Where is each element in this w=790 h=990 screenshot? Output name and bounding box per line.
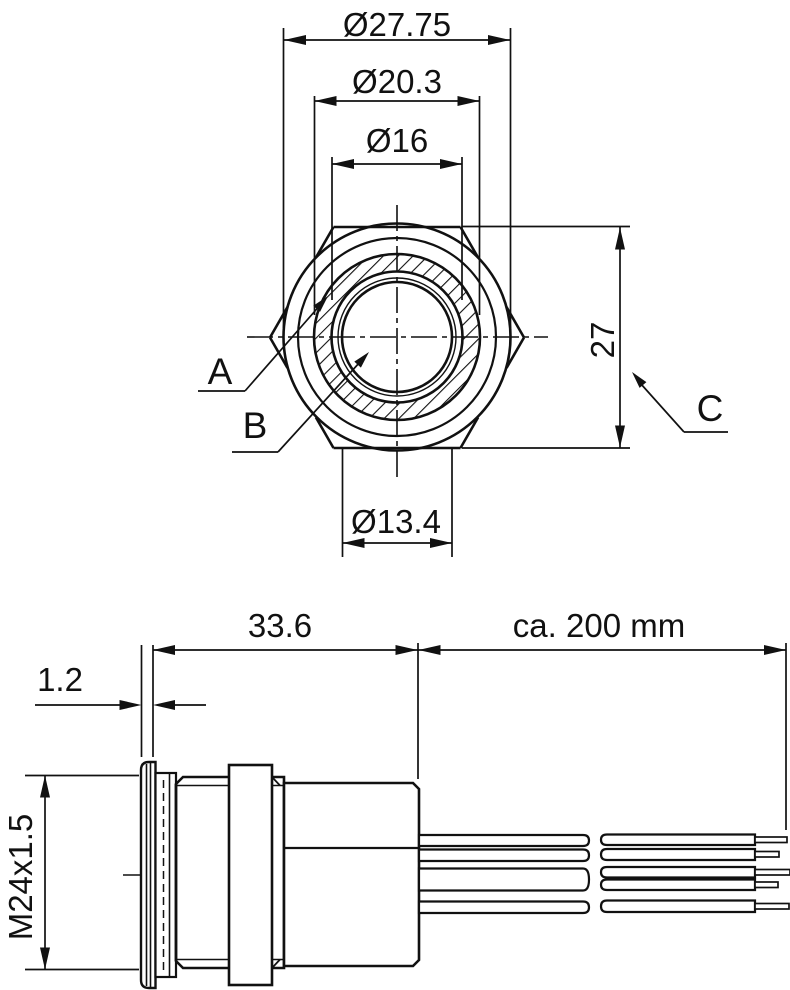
bezel-flange <box>139 760 157 990</box>
rear-housing <box>282 781 421 968</box>
label-c: C <box>697 388 724 429</box>
dim-thread-label: M24x1.5 <box>2 814 39 941</box>
dim-across-flats-label: 27 <box>584 322 621 359</box>
bezel-inner-circle <box>296 236 498 438</box>
ring-outer-circle <box>312 252 482 422</box>
dim-bezel-height <box>35 645 206 757</box>
dim-across-flats <box>462 225 630 449</box>
dim-outer-bezel-label: Ø27.75 <box>343 6 451 43</box>
dim-outer-bezel <box>282 28 512 328</box>
dim-button-outer <box>331 157 463 300</box>
dim-button-outer-label: Ø16 <box>366 122 428 159</box>
button-chamfer-circle <box>337 277 457 397</box>
bezel-collar <box>154 771 178 979</box>
dim-bezel-height-label: 1.2 <box>37 661 83 698</box>
dim-thread <box>25 774 139 971</box>
ring-inner-circle <box>330 270 464 404</box>
label-a: A <box>208 351 233 392</box>
hex-nut-side <box>227 763 281 987</box>
leader-b <box>232 352 369 453</box>
dim-ring-outer-label: Ø20.3 <box>352 63 442 100</box>
top-view: Ø27.75 Ø20.3 Ø16 Ø13.4 27 A B C <box>198 6 728 557</box>
wires-right <box>599 833 790 914</box>
side-view: 1.2 33.6 ca. 200 mm M24x1.5 <box>2 607 790 990</box>
dim-body-length <box>153 643 787 830</box>
label-b: B <box>243 405 268 446</box>
dim-cable-length-label: ca. 200 mm <box>513 607 685 644</box>
stripped-conductors <box>754 836 790 910</box>
leader-a <box>198 296 328 392</box>
dim-body-length-label: 33.6 <box>248 607 312 644</box>
dim-ring-outer <box>313 96 481 315</box>
bezel-outer-circle <box>282 222 512 452</box>
dim-button-face-label: Ø13.4 <box>351 503 441 540</box>
leader-c <box>632 372 728 433</box>
button-face-circle <box>340 280 454 394</box>
wires-left <box>417 833 591 915</box>
dim-button-face <box>341 448 453 557</box>
hex-nut-outline <box>268 225 526 450</box>
